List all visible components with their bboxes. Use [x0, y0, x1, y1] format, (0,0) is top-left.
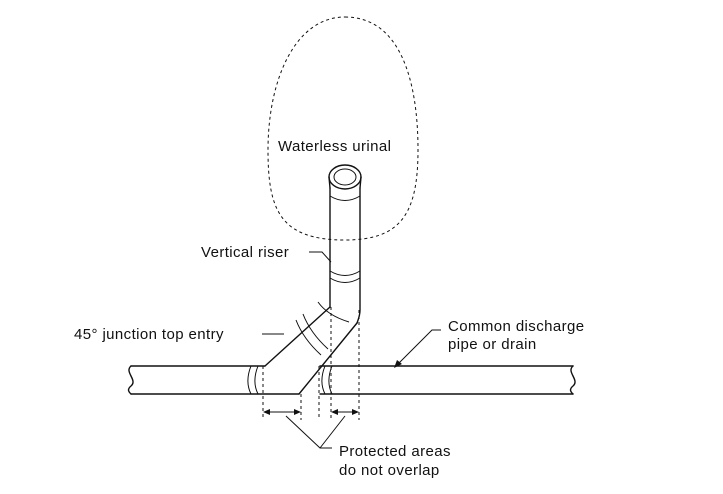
urinal-label: Waterless urinal: [278, 138, 391, 155]
leader-lines: [262, 251, 441, 449]
protected-label-line2: do not overlap: [339, 462, 440, 479]
vertical-riser: [328, 164, 362, 324]
riser-label: Vertical riser: [201, 244, 289, 261]
discharge-label-line1: Common discharge: [448, 318, 584, 335]
junction-branch: [264, 301, 358, 395]
discharge-pipe: [127, 365, 576, 395]
protected-area-markers: [262, 307, 360, 420]
urinal-outline: [267, 16, 419, 241]
discharge-label-line2: pipe or drain: [448, 336, 537, 353]
junction-label: 45° junction top entry: [74, 326, 224, 343]
protected-label-line1: Protected areas: [339, 443, 451, 460]
